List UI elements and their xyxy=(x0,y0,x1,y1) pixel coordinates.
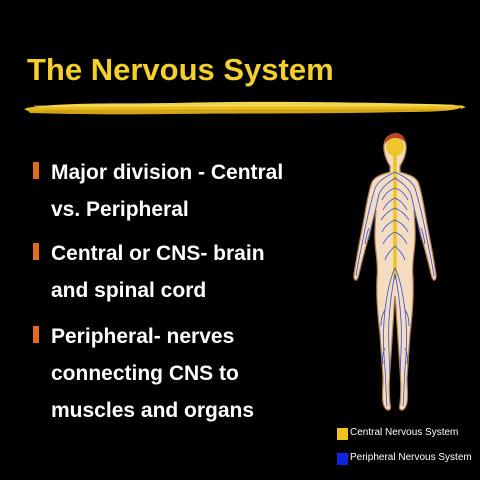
hair xyxy=(385,133,406,144)
orange-bar-bullet-icon xyxy=(33,162,39,179)
legend-label: Central Nervous System xyxy=(350,427,459,438)
orange-bar-bullet-icon xyxy=(33,243,39,260)
orange-bar-bullet-icon xyxy=(33,326,39,343)
human-nervous-system-figure xyxy=(353,133,437,411)
peripheral-nerves xyxy=(355,171,435,407)
legend-swatch-central xyxy=(337,428,348,440)
bullet-text: Major division - Central vs. Peripheral xyxy=(51,161,284,221)
slide-title: The Nervous System xyxy=(27,52,334,87)
legend-label: Peripheral Nervous System xyxy=(350,452,472,463)
title-underline-brush xyxy=(24,101,466,115)
bullet-text: Central or CNS- brain and spinal cord xyxy=(51,242,265,302)
bullet-text: Peripheral- nerves connecting CNS to mus… xyxy=(51,325,255,422)
brain xyxy=(386,138,404,156)
legend-swatch-peripheral xyxy=(337,453,348,465)
